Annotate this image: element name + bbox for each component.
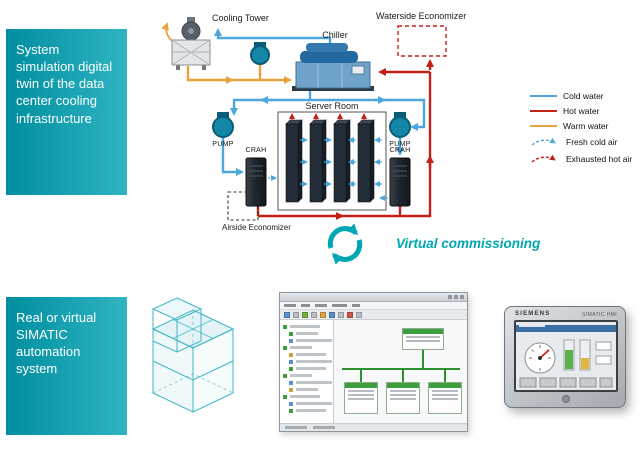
window-close-icon	[460, 295, 464, 299]
cold-water-line-swatch	[530, 94, 557, 97]
gauge-ticks	[529, 344, 551, 371]
network-link	[402, 370, 404, 382]
bar-indicator-green	[565, 349, 573, 369]
tia-status-bar	[280, 423, 467, 431]
toolbar-icon	[302, 311, 308, 318]
tia-menu-bar	[280, 302, 467, 310]
cooling-tower-icon	[171, 17, 211, 70]
toolbar-icon	[284, 311, 290, 318]
pump-left-label: PUMP	[212, 141, 234, 148]
hmi-screen	[514, 320, 618, 392]
tia-title-bar	[280, 293, 467, 302]
value-readout	[595, 341, 612, 350]
window-maximize-icon	[454, 295, 458, 299]
bar-indicator-yellow	[581, 357, 589, 369]
drive-device-block	[344, 382, 378, 414]
airside-economizer-label: Airside Economizer	[222, 223, 291, 232]
chiller-icon	[292, 43, 374, 91]
airside-economizer-box	[227, 191, 259, 221]
toolbar-icon	[338, 311, 344, 318]
window-minimize-icon	[448, 295, 452, 299]
legend-fresh-air-label: Fresh cold air	[566, 136, 618, 147]
fresh-air-arrow-swatch	[531, 137, 556, 146]
server-room-label: Server Room	[305, 101, 359, 111]
hmi-home-button	[562, 395, 570, 403]
toolbar-icon	[347, 311, 353, 318]
legend-row-hot-water: Hot water	[530, 103, 632, 118]
pump-right-label: PUMP	[389, 141, 411, 148]
toolbar-icon	[311, 311, 317, 318]
virtual-controller-wireframe	[151, 297, 235, 413]
panel-system-simulation: System simulation digital twin of the da…	[6, 29, 127, 195]
legend-row-cold-water: Cold water	[530, 88, 632, 103]
fresh-cold-air-arrows	[268, 137, 388, 201]
tia-portal-window	[279, 292, 468, 432]
cooling-tower-label: Cooling Tower	[212, 13, 269, 23]
profinet-rail	[342, 368, 460, 370]
warm-water-pipes	[161, 22, 292, 84]
pump-right-icon	[389, 112, 411, 138]
crah-right-icon	[389, 157, 411, 207]
legend-row-fresh-air: Fresh cold air	[530, 133, 632, 150]
legend: Cold water Hot water Warm water Fresh co…	[530, 88, 632, 167]
value-readout	[595, 355, 612, 364]
hmi-model-label: SIMATIC HMI	[582, 312, 617, 318]
hmi-panel-device: SIEMENS SIMATIC HMI	[504, 306, 626, 408]
waterside-economizer-box	[397, 25, 447, 57]
legend-exhausted-air-label: Exhausted hot air	[566, 153, 633, 164]
network-link	[360, 370, 362, 382]
tia-network-view	[334, 320, 467, 423]
panel-automation-system: Real or virtual SIMATIC automation syste…	[6, 297, 127, 435]
pump-left-icon	[212, 112, 234, 138]
hmi-screen-titlebar	[516, 324, 616, 332]
virtual-commissioning-icon	[327, 223, 363, 265]
tia-project-tree	[280, 320, 334, 423]
crah-left-label: CRAH	[245, 147, 267, 154]
hmi-screen-content	[519, 339, 613, 387]
warm-water-line-swatch	[530, 124, 557, 127]
tia-toolbar	[280, 310, 467, 320]
hmi-brand-label: SIEMENS	[515, 311, 551, 317]
server-racks	[285, 119, 375, 203]
pipes	[161, 22, 434, 220]
toolbar-icon	[320, 311, 326, 318]
network-link	[422, 350, 424, 368]
legend-row-exhausted-air: Exhausted hot air	[530, 150, 632, 167]
plc-device-block	[402, 328, 444, 350]
legend-hot-water-label: Hot water	[563, 105, 600, 116]
network-link	[444, 370, 446, 382]
crah-left-icon	[245, 157, 267, 207]
toolbar-icon	[293, 311, 299, 318]
hot-water-line-swatch	[530, 109, 557, 112]
toolbar-icon	[329, 311, 335, 318]
toolbar-icon	[356, 311, 362, 318]
waterside-economizer-label: Waterside Economizer	[376, 11, 467, 21]
drive-device-block	[428, 382, 462, 414]
hot-water-pipes	[256, 59, 434, 220]
cold-water-pipes	[214, 28, 426, 176]
legend-cold-water-label: Cold water	[563, 90, 604, 101]
drive-device-block	[386, 382, 420, 414]
hmi-soft-buttons	[519, 377, 613, 387]
virtual-commissioning-label: Virtual commissioning	[396, 236, 541, 251]
legend-warm-water-label: Warm water	[563, 120, 609, 131]
condenser-pump-icon	[250, 42, 270, 65]
chiller-label: Chiller	[322, 30, 348, 40]
exhausted-air-arrow-swatch	[531, 154, 556, 163]
exhausted-hot-air-arrows	[289, 113, 367, 121]
legend-row-warm-water: Warm water	[530, 118, 632, 133]
crah-right-label: CRAH	[389, 147, 411, 154]
